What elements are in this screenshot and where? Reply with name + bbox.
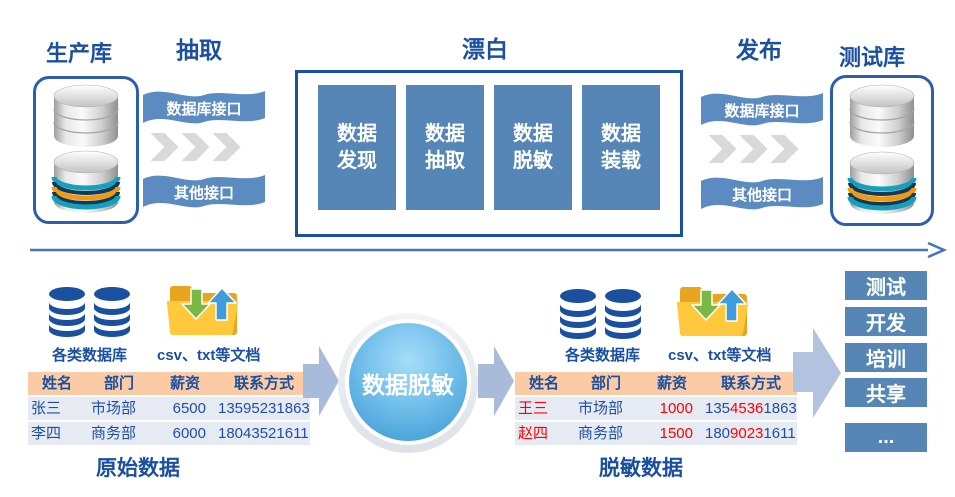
table-cell: 市场部 [578, 400, 624, 417]
db-interface-banner-left: 数据库接口 [142, 82, 266, 128]
usage-box-share: 共享 [845, 378, 927, 407]
test-db-panel [830, 75, 934, 226]
other-interface-banner-right: 其他接口 [700, 168, 824, 214]
bleach-title: 漂白 [462, 36, 508, 62]
table-cell: 市场部 [91, 400, 137, 417]
table-cell: 1500 [659, 425, 693, 442]
table-cell: 商务部 [578, 425, 624, 442]
table-header-cell: 姓名 [41, 375, 72, 392]
blue-database-icon [560, 289, 596, 339]
block-arrow-icon [793, 328, 841, 418]
folder-transfer-icon [677, 287, 748, 336]
striped-database-icon [51, 150, 121, 213]
block-arrow-icon [303, 346, 339, 416]
blue-database-icon [94, 287, 130, 337]
table-cell: 商务部 [91, 425, 137, 442]
usage-box-training: 培训 [845, 343, 927, 372]
table-cell: 13545361863 [705, 400, 797, 417]
table-header-cell: 姓名 [528, 375, 559, 392]
documents-label: csv、txt等文档 [668, 347, 772, 364]
original-data-caption: 原始数据 [96, 457, 180, 480]
extract-title: 抽取 [176, 37, 222, 63]
publish-title: 发布 [736, 37, 782, 63]
usage-box-test: 测试 [845, 271, 927, 300]
table-header-cell: 薪资 [169, 375, 200, 392]
table-row: 王三 市场部 1000 13545361863 [515, 397, 797, 420]
databases-label: 各类数据库 [565, 347, 641, 364]
chevron-flow-icon [704, 133, 802, 165]
table-row: 李四 商务部 6000 18043521611 [28, 422, 310, 445]
process-step-extract: 数据 抽取 [406, 85, 484, 210]
table-row: 赵四 商务部 1500 18090231611 [515, 422, 797, 445]
masked-data-table: 姓名 部门 薪资 联系方式王三 市场部 1000 13545361863 赵四 商务部 1500 1… [515, 372, 797, 447]
metal-database-icon [53, 84, 119, 147]
usage-box-more: ... [845, 423, 927, 452]
striped-database-icon [847, 151, 917, 214]
table-cell: 18043521611 [218, 425, 309, 442]
table-cell: 13595231863 [218, 400, 310, 417]
table-header-cell: 部门 [590, 375, 621, 392]
table-header-cell: 联系方式 [233, 375, 294, 392]
table-cell: 6000 [172, 425, 206, 442]
masked-data-caption: 脱敏数据 [599, 457, 683, 480]
folder-transfer-icon [167, 286, 238, 335]
table-header-cell: 部门 [103, 375, 134, 392]
process-step-discover: 数据 发现 [318, 85, 396, 210]
table-header-row: 姓名 部门 薪资 联系方式 [28, 372, 310, 395]
table-row: 张三 市场部 6500 13595231863 [28, 397, 310, 420]
production-db-panel [33, 76, 139, 224]
chevron-flow-icon [146, 131, 244, 163]
table-cell: 王三 [518, 400, 549, 417]
table-cell: 李四 [31, 425, 62, 442]
table-header-cell: 薪资 [656, 375, 687, 392]
metal-database-icon [849, 84, 915, 147]
original-data-table: 姓名 部门 薪资 联系方式张三 市场部 6500 13595231863 李四 商务部 6000 1… [28, 372, 310, 447]
table-cell: 18090231611 [705, 425, 796, 442]
databases-label: 各类数据库 [52, 347, 128, 364]
usage-box-dev: 开发 [845, 307, 927, 336]
bleach-process-panel: 数据 发现 数据 抽取 数据 脱敏 数据 装载 [295, 70, 683, 237]
table-cell: 张三 [31, 400, 62, 417]
blue-database-icon [605, 289, 641, 339]
process-step-load: 数据 装载 [582, 85, 660, 210]
other-interface-banner-left: 其他接口 [142, 166, 266, 212]
table-header-cell: 联系方式 [720, 375, 781, 392]
test-db-title: 测试库 [839, 45, 906, 70]
db-interface-banner-right: 数据库接口 [700, 84, 824, 130]
table-cell: 1000 [659, 400, 693, 417]
blue-database-icon [49, 287, 85, 337]
block-arrow-icon [478, 346, 514, 416]
table-header-row: 姓名 部门 薪资 联系方式 [515, 372, 797, 395]
process-step-mask: 数据 脱敏 [494, 85, 572, 210]
long-arrow-icon [30, 241, 948, 259]
documents-label: csv、txt等文档 [157, 347, 261, 364]
table-cell: 赵四 [518, 425, 549, 442]
table-cell: 6500 [172, 400, 206, 417]
masking-circle: 数据脱敏 [337, 312, 479, 454]
production-db-title: 生产库 [46, 41, 113, 66]
